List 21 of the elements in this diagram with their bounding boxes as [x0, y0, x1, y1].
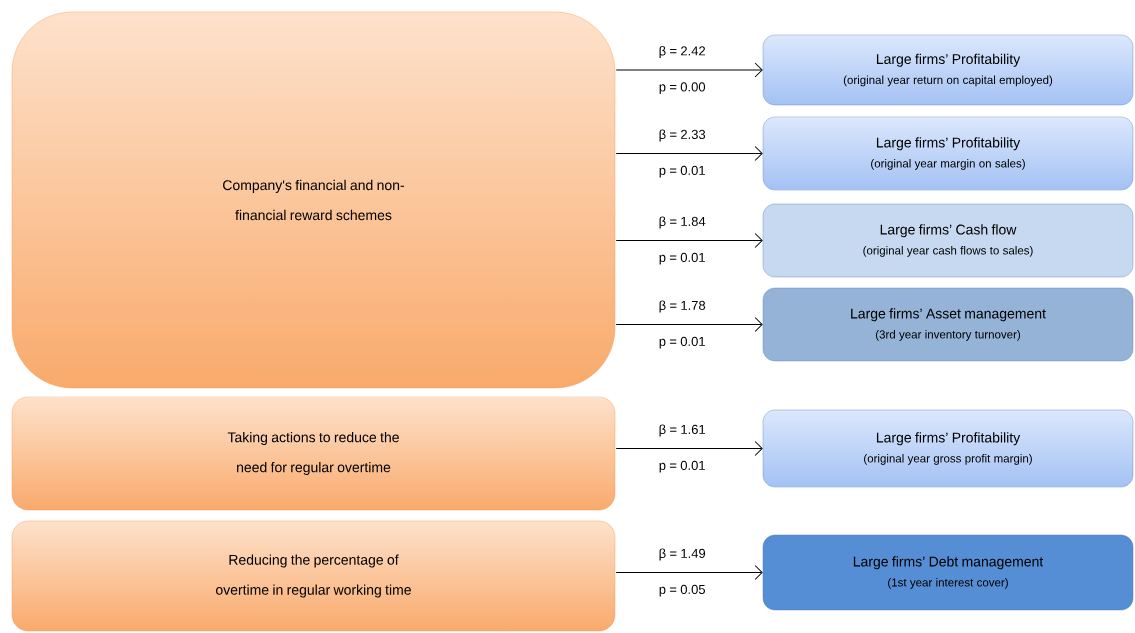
factor-box: Taking actions to reduce the need for regular overtime — [11, 396, 616, 511]
arrow — [615, 441, 763, 456]
arrow — [615, 233, 763, 248]
outcome-box: Large firms’ Profitability (original year gross profit margin) — [762, 409, 1134, 488]
outcome-box: Large firms’ Debt management (1st year interest cover) — [762, 534, 1134, 611]
outcome-box: Large firms’ Profitability (original year return on capital employed) — [762, 34, 1134, 106]
arrow — [615, 565, 763, 580]
outcome-box: Large firms’ Asset management (3rd year inventory turnover) — [762, 287, 1134, 362]
edge-label: β = 1.84 p = 0.01 — [659, 216, 706, 265]
factor-box: Company's financial and non-financial reward schemes — [11, 11, 616, 389]
edge-label: β = 2.42 p = 0.00 — [659, 45, 706, 95]
arrow — [615, 317, 763, 332]
edge-label: β = 2.33 p = 0.01 — [659, 129, 706, 178]
edge-label: β = 1.78 p = 0.01 — [659, 300, 706, 349]
edge-label: β = 1.49 p = 0.05 — [659, 548, 706, 597]
arrow — [615, 146, 763, 161]
edge-label: β = 1.61 p = 0.01 — [659, 424, 706, 473]
outcome-box: Large firms’ Cash flow (original year cash flows to sales) — [762, 203, 1134, 278]
factor-box: Reducing the percentage of overtime in regular working time — [11, 520, 616, 632]
outcome-box: Large firms’ Profitability (original year margin on sales) — [762, 116, 1134, 191]
arrow — [615, 62, 763, 78]
